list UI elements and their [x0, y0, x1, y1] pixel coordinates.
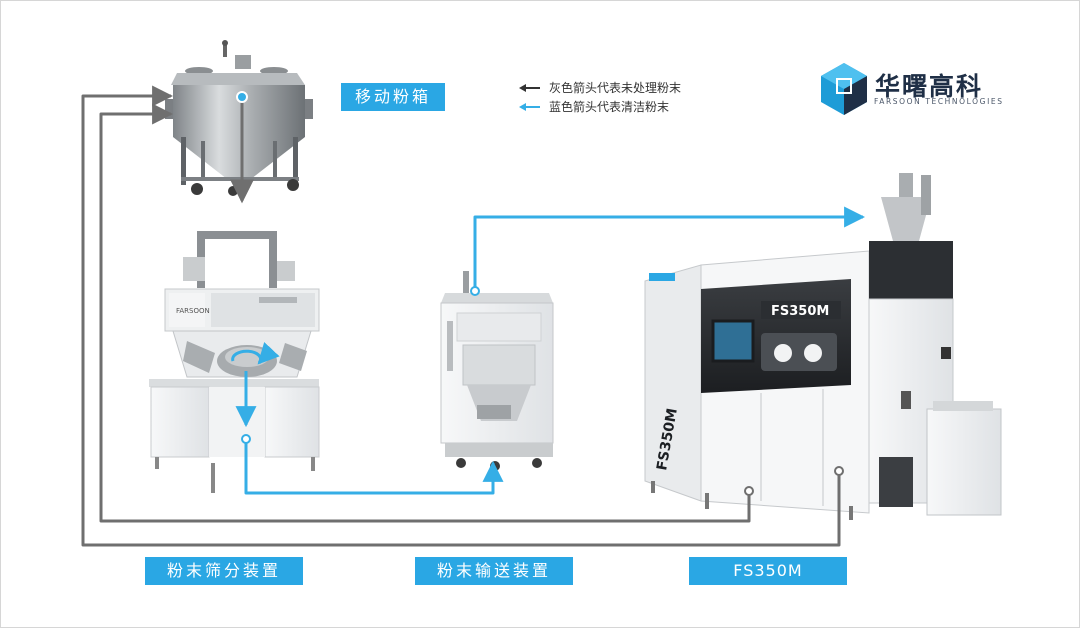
legend-gray-arrow-icon [519, 83, 540, 92]
gray-loop-inner [99, 103, 751, 523]
powder-sieving-machine: FARSOON [149, 231, 320, 493]
gray-flow-arrows [81, 85, 844, 547]
powder-conveying-machine [440, 271, 554, 471]
brand-name: 华曙高科 [875, 72, 984, 101]
legend-blue-text: 蓝色箭头代表清洁粉末 [549, 100, 670, 114]
legend-gray-text: 灰色箭头代表未处理粉末 [549, 81, 682, 95]
label-fs350m: FS350M [689, 557, 847, 585]
legend-gray: 灰色箭头代表未处理粉末 [519, 79, 681, 96]
legend-blue-arrow-icon [519, 102, 540, 111]
label-mobile-powder-box: 移动粉箱 [341, 83, 445, 111]
gray-loop-outer [81, 85, 841, 547]
printer-front-label: FS350M [771, 304, 829, 319]
legend-blue: 蓝色箭头代表清洁粉末 [519, 98, 669, 115]
blue-conveyor-to-printer [473, 206, 866, 291]
brand-subtitle: FARSOON TECHNOLOGIES [874, 97, 1004, 106]
blue-flow-arrows [231, 206, 866, 495]
label-powder-sieving-unit: 粉末筛分装置 [145, 557, 303, 585]
brand-logo-icon [821, 63, 867, 115]
blue-sieve-swirl [231, 342, 280, 365]
svg-text:FARSOON: FARSOON [176, 307, 210, 315]
blue-sieve-to-conveyor [244, 439, 504, 495]
fs350m-printer-machine: FS350M FS350M [644, 173, 1002, 520]
label-powder-conveying-unit: 粉末输送装置 [415, 557, 573, 585]
mobile-powder-box-machine [165, 40, 313, 196]
box-top-port-dot [236, 91, 248, 103]
